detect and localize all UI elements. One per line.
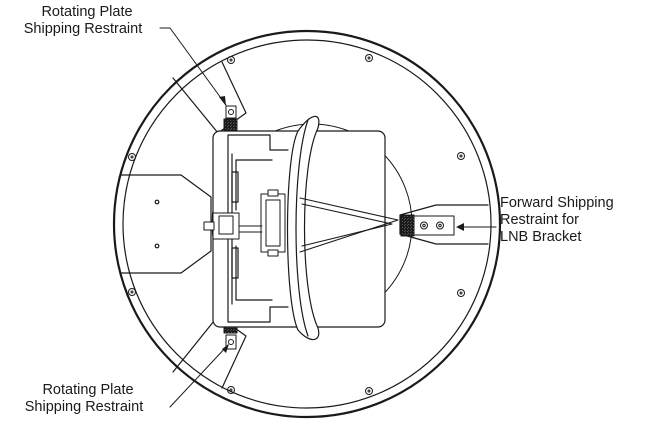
reflector-arm xyxy=(286,115,320,341)
callout-line: Shipping Restraint xyxy=(24,399,144,415)
callout-line: Rotating Plate xyxy=(41,4,133,20)
actuator xyxy=(203,189,286,257)
top-restraint-callout: Rotating Plate Shipping Restraint xyxy=(8,4,158,38)
callout-line: Rotating Plate xyxy=(42,382,134,398)
leader-lines xyxy=(159,27,497,408)
callout-line: Restraint for xyxy=(500,212,579,228)
inner-ring xyxy=(122,39,492,409)
bottom-restraint-callout: Rotating Plate Shipping Restraint xyxy=(4,382,164,416)
callout-line: Forward Shipping xyxy=(500,195,614,211)
leader-arrows xyxy=(219,96,464,353)
callout-line: Shipping Restraint xyxy=(23,21,143,37)
top-restraint xyxy=(223,105,238,133)
rim-screws xyxy=(128,54,465,395)
lnb-restraint xyxy=(400,214,455,237)
lnb-restraint-callout: Forward Shipping Restraint for LNB Brack… xyxy=(500,195,614,246)
feed-struts xyxy=(299,197,399,253)
callout-line: LNB Bracket xyxy=(500,229,582,245)
outer-ring xyxy=(112,29,502,419)
